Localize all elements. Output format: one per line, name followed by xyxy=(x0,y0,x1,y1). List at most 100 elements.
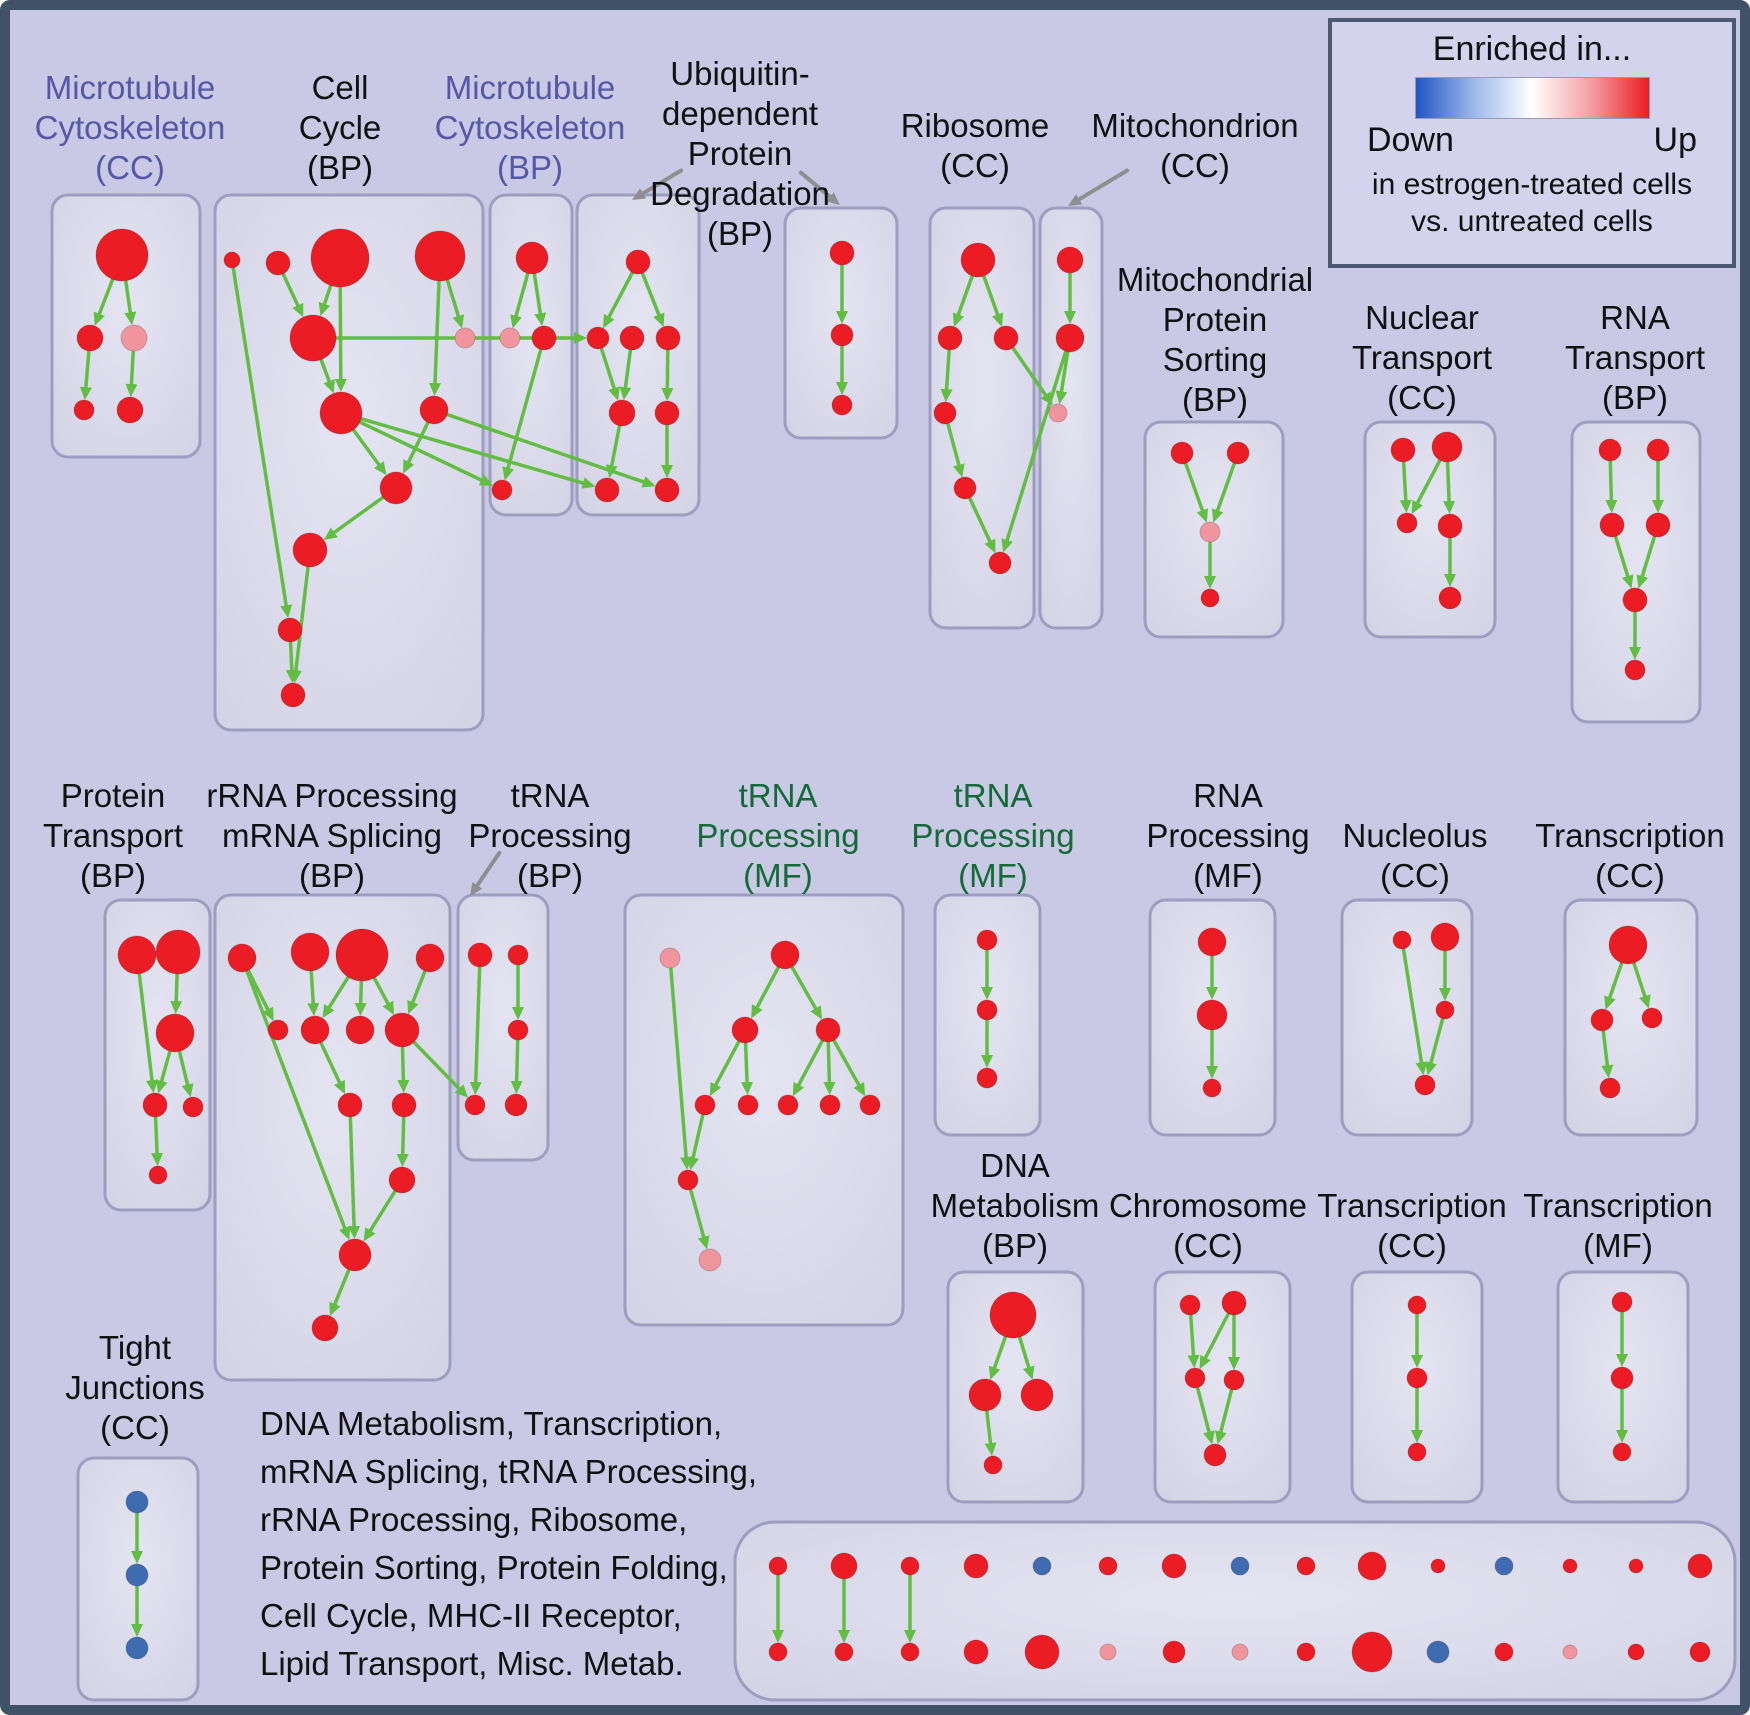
go-term-node-red xyxy=(768,1642,788,1662)
go-term-node-pink xyxy=(1199,521,1221,543)
edge-arrow xyxy=(352,428,387,476)
go-term-node-red xyxy=(142,1092,168,1118)
label-pointer-arrow xyxy=(632,168,684,200)
go-term-node-blue xyxy=(125,1490,149,1514)
go-term-node-red xyxy=(655,325,681,351)
go-term-node-red xyxy=(976,999,998,1021)
go-term-node-red xyxy=(1407,1442,1427,1462)
footnote-line: DNA Metabolism, Transcription, xyxy=(260,1405,723,1442)
edge-arrow xyxy=(940,349,953,403)
go-term-node-red xyxy=(1689,1641,1711,1663)
go-term-node-blue xyxy=(1230,1556,1250,1576)
go-term-node-pink xyxy=(454,327,476,349)
edge-arrow xyxy=(1215,1388,1234,1445)
go-term-node-red xyxy=(155,929,201,975)
edge-arrow xyxy=(1632,962,1651,1009)
cluster-box-trna-processing-bp xyxy=(456,893,550,1162)
go-term-node-red xyxy=(467,942,493,968)
go-term-node-red xyxy=(182,1096,204,1118)
edge-arrow xyxy=(952,275,974,327)
edge-arrow xyxy=(354,980,367,1016)
cluster-box-transcription-cc-mid xyxy=(1563,898,1699,1137)
edge-arrow xyxy=(155,1050,172,1094)
go-term-node-red xyxy=(993,325,1019,351)
edge-arrow xyxy=(1425,1017,1445,1076)
cluster-box-protein-transport-bp xyxy=(103,898,212,1212)
go-term-node-red xyxy=(1098,1556,1118,1576)
go-term-node-red xyxy=(1056,246,1084,274)
go-term-node-red xyxy=(976,1067,998,1089)
edge-arrow xyxy=(1401,948,1428,1076)
label-pointer-arrow xyxy=(470,850,502,897)
edge-arrow xyxy=(246,969,274,1022)
edge-arrow xyxy=(792,1039,824,1097)
footnote-line: Lipid Transport, Misc. Metab. xyxy=(260,1645,684,1682)
edge-arrow xyxy=(307,970,320,1017)
edge-arrow xyxy=(318,284,333,317)
go-term-node-red xyxy=(1612,1442,1632,1462)
go-term-node-red xyxy=(619,325,645,351)
go-term-node-red xyxy=(1627,1643,1645,1661)
edge-arrow xyxy=(1399,461,1412,513)
go-term-node-red xyxy=(777,1094,799,1116)
go-term-node-red xyxy=(625,249,651,275)
go-term-node-red xyxy=(1414,1074,1436,1096)
go-term-node-red xyxy=(819,1094,841,1116)
go-term-node-red xyxy=(531,325,557,351)
go-term-node-red xyxy=(988,551,1012,575)
go-term-node-red xyxy=(1608,925,1648,965)
legend-subline-2: vs. untreated cells xyxy=(1411,205,1653,238)
edge-arrow xyxy=(372,977,395,1015)
go-term-node-red xyxy=(1396,512,1418,534)
nodes-layer xyxy=(73,228,1713,1673)
edges-layer xyxy=(79,264,1664,1643)
edge-arrow xyxy=(93,278,115,326)
edge-arrow xyxy=(1018,1336,1035,1380)
go-term-node-red xyxy=(391,1092,417,1118)
edge-arrow xyxy=(1184,462,1209,523)
go-term-node-red xyxy=(960,242,996,278)
go-term-node-red xyxy=(1624,659,1646,681)
go-term-node-red xyxy=(694,1094,716,1116)
go-term-node-red xyxy=(73,399,95,421)
edge-arrow xyxy=(334,286,347,392)
go-term-node-red xyxy=(507,944,529,966)
edge-arrow xyxy=(661,349,674,401)
edge-arrow xyxy=(982,275,1004,327)
legend-up-label: Up xyxy=(1653,121,1697,159)
go-term-node-red xyxy=(280,682,306,708)
go-term-node-red xyxy=(311,1314,339,1342)
go-term-node-red xyxy=(1200,588,1220,608)
go-term-node-red xyxy=(335,928,389,982)
go-term-node-red xyxy=(1203,1443,1227,1467)
edge-arrow xyxy=(741,1042,754,1095)
go-term-node-red xyxy=(95,228,149,282)
go-term-node-red xyxy=(1226,441,1250,465)
edge-arrow xyxy=(231,267,293,619)
go-term-node-red xyxy=(289,314,337,362)
go-term-node-red xyxy=(1430,922,1460,952)
go-term-node-red xyxy=(989,1291,1037,1339)
go-term-node-red xyxy=(1628,1558,1644,1574)
go-term-node-red xyxy=(654,400,680,426)
cluster-box-rna-transport-bp xyxy=(1570,420,1702,724)
edge-arrow xyxy=(1055,351,1070,405)
go-term-node-red xyxy=(414,230,466,282)
cross-cluster-edge-arrow xyxy=(359,420,494,486)
go-term-node-red xyxy=(155,1013,195,1053)
go-term-node-red xyxy=(1221,1290,1247,1316)
edge-arrow xyxy=(1211,462,1236,523)
go-term-node-red xyxy=(1494,1642,1514,1662)
go-term-node-pink xyxy=(1231,1643,1249,1661)
go-term-node-red xyxy=(1435,1000,1455,1020)
go-term-node-red xyxy=(76,324,104,352)
edge-arrow xyxy=(603,271,634,329)
cluster-box-mixed-functions-panel xyxy=(733,1520,1737,1702)
footnote-line: mRNA Splicing, tRNA Processing, xyxy=(260,1453,758,1490)
edge-arrow xyxy=(445,279,465,329)
go-term-node-red xyxy=(384,1012,420,1048)
edge-arrow xyxy=(832,1039,866,1097)
cross-cluster-edge-arrow xyxy=(412,1041,469,1098)
edge-arrow xyxy=(125,350,138,397)
